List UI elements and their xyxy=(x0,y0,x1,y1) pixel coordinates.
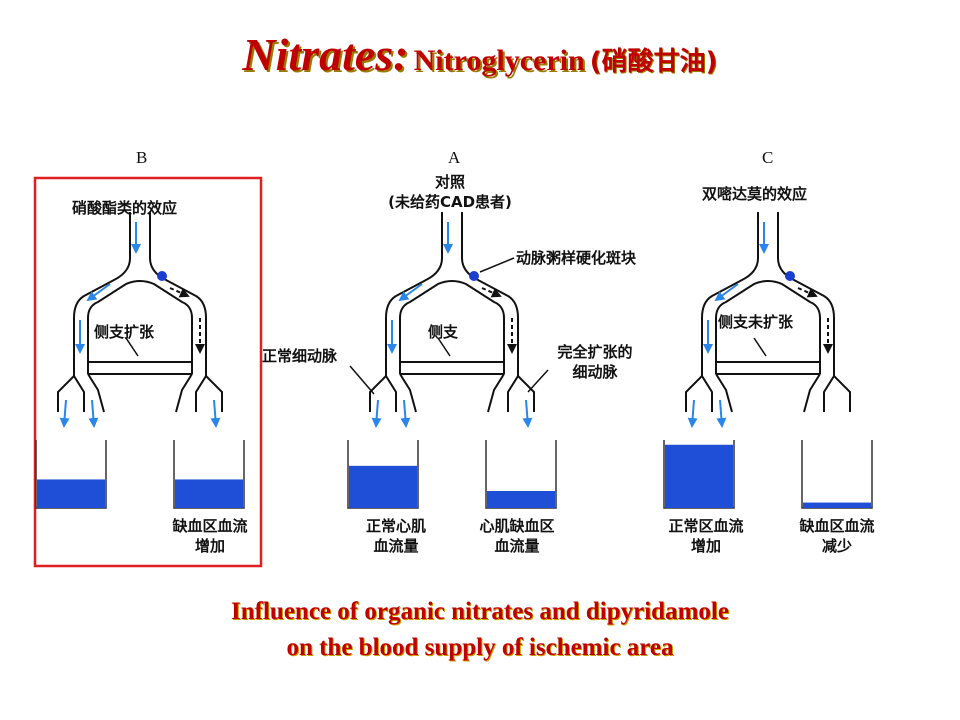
panel-a-left-beaker-liquid xyxy=(349,465,417,508)
panel-b-vessel-wall-2 xyxy=(149,212,207,376)
panel-c-vessel-wall-8 xyxy=(715,373,733,413)
panel-b-heading: 硝酸酯类的效应 xyxy=(72,199,178,217)
panel-b-collateral-label: 侧支扩张 xyxy=(94,323,155,341)
panel-c-reduced-flow-arrow-2 xyxy=(797,287,818,298)
panel-c-left-line2: 增加 xyxy=(690,537,721,555)
panel-a-left-outcome: 正常心肌 血流量 xyxy=(346,516,446,556)
panel-a-vessel-wall-7 xyxy=(385,375,397,412)
panel-a-flow-arrow-4 xyxy=(371,399,382,428)
panel-b-reduced-flow-arrow-2 xyxy=(169,287,190,298)
panel-c-left-line1: 正常区血流 xyxy=(668,517,744,535)
panel-b-highlight-box xyxy=(33,176,263,568)
panel-c-vessel-wall-1 xyxy=(701,212,759,376)
panel-c-vessel-wall-7 xyxy=(701,375,713,412)
caption-line1: Influence of organic nitrates and dipyri… xyxy=(231,598,729,625)
panel-b-vessel-wall-9 xyxy=(205,375,223,412)
panel-a-flow-arrow-2 xyxy=(398,283,423,302)
panel-c-collateral-label: 侧支未扩张 xyxy=(718,313,794,331)
panel-c-vessel-wall-11 xyxy=(803,373,821,413)
panel-c-heading: 双嘧达莫的效应 xyxy=(702,185,808,203)
panel-a-vessel-wall-6 xyxy=(369,375,387,412)
panel-a-vessel-wall-2 xyxy=(461,212,519,376)
panel-c-right-line1: 缺血区血流 xyxy=(799,517,875,535)
panel-b-left-beaker-liquid xyxy=(37,479,105,508)
panel-a-vessel-wall-10 xyxy=(507,375,519,412)
panel-a-heading: 对照 (未给药CAD患者) xyxy=(370,172,530,212)
panel-a-right-outcome: 心肌缺血区 血流量 xyxy=(462,516,572,556)
panel-a-heading-line1: 对照 xyxy=(434,173,465,191)
panel-b-vessel-wall-6 xyxy=(57,375,75,412)
panel-b-outcome-line1: 缺血区血流 xyxy=(172,517,248,535)
panel-a-letter: A xyxy=(448,148,461,167)
panel-b-letter: B xyxy=(136,148,148,167)
panel-b-right-beaker-liquid xyxy=(175,479,243,508)
panel-a-flow-arrow-5 xyxy=(400,399,411,428)
panel-a-plaque-dot xyxy=(469,271,479,281)
panel-b-flow-arrow-5 xyxy=(88,399,99,428)
page-title: Nitrates: Nitroglycerin (硝酸甘油) xyxy=(0,28,960,81)
panel-a-normal-artery-label: 正常细动脉 xyxy=(262,347,338,365)
panel-b-collateral-pointer xyxy=(125,337,139,357)
panel-b-vessel-wall-1 xyxy=(73,212,131,376)
panel-c-plaque-dot xyxy=(785,271,795,281)
panel-b-vessel-wall-7 xyxy=(73,375,85,412)
panel-b-vessel-wall-8 xyxy=(87,373,105,413)
panel-a-vessel-wall-9 xyxy=(517,375,535,412)
panel-a-collateral-label: 侧支 xyxy=(428,323,459,341)
caption-line2: on the blood supply of ischemic area xyxy=(286,634,674,661)
panel-a-dilated-line1: 完全扩张的 xyxy=(557,343,633,361)
panel-b-flow-arrow-4 xyxy=(59,399,70,428)
panel-c-vessel-wall-10 xyxy=(823,375,835,412)
panel-c-left-beaker-liquid xyxy=(665,444,733,508)
title-main: Nitrates: xyxy=(242,29,409,80)
panel-a-right-line1: 心肌缺血区 xyxy=(479,517,555,535)
panel-c-flow-arrow-2 xyxy=(714,283,739,302)
panel-a-normal-artery-pointer xyxy=(349,365,375,395)
panel-c-letter: C xyxy=(762,148,774,167)
panel-a-collateral-pointer xyxy=(437,337,451,357)
panel-b-flow-arrow-6 xyxy=(210,399,221,428)
panel-b-flow-arrow-2 xyxy=(86,283,111,302)
panel-b-plaque-dot xyxy=(157,271,167,281)
panel-c-vessel-wall-3 xyxy=(715,280,821,374)
panel-c-vessel-wall-6 xyxy=(685,375,703,412)
panel-a-dilated-pointer xyxy=(527,369,549,393)
panel-c-flow-arrow-4 xyxy=(687,399,698,428)
panel-a-vessel-wall-8 xyxy=(399,373,417,413)
title-chinese: (硝酸甘油) xyxy=(589,47,718,77)
panel-a-plaque-label: 动脉粥样硬化斑块 xyxy=(516,249,637,267)
panel-c-right-beaker-liquid xyxy=(803,502,871,508)
panel-b-outcome: 缺血区血流 增加 xyxy=(150,516,270,556)
panel-a-heading-line2: (未给药CAD患者) xyxy=(388,193,512,211)
panel-c-vessel-wall-9 xyxy=(833,375,851,412)
panel-b-vessel-wall-10 xyxy=(195,375,207,412)
panel-c-right-beaker xyxy=(801,440,873,509)
panel-c-right-line2: 减少 xyxy=(821,537,852,555)
panel-c-left-outcome: 正常区血流 增加 xyxy=(656,516,756,556)
panel-a-vessel-wall-11 xyxy=(487,373,505,413)
panel-b-vessel-wall-3 xyxy=(87,280,193,374)
panel-a-right-beaker-liquid xyxy=(487,491,555,508)
title-sub: Nitroglycerin xyxy=(413,44,585,77)
panel-a-plaque-pointer xyxy=(479,257,515,273)
panel-a-dilated-label: 完全扩张的 细动脉 xyxy=(540,342,650,382)
panel-a-flow-arrow-6 xyxy=(522,399,533,428)
panel-a-vessel-wall-3 xyxy=(399,280,505,374)
panel-a-vessel-wall-1 xyxy=(385,212,443,376)
panel-c-flow-arrow-5 xyxy=(716,399,727,428)
panel-b-vessel-wall-11 xyxy=(175,373,193,413)
panel-c-collateral-pointer xyxy=(753,337,767,357)
panel-a-reduced-flow-arrow-2 xyxy=(481,287,502,298)
panel-a-left-line1: 正常心肌 xyxy=(365,517,426,535)
panel-b-outcome-line2: 增加 xyxy=(194,537,225,555)
panel-c-vessel-wall-2 xyxy=(777,212,835,376)
panel-a-right-line2: 血流量 xyxy=(494,537,540,555)
panel-a-left-line2: 血流量 xyxy=(373,537,419,555)
panel-a-dilated-line2: 细动脉 xyxy=(572,363,618,381)
panel-c-right-outcome: 缺血区血流 减少 xyxy=(782,516,892,556)
